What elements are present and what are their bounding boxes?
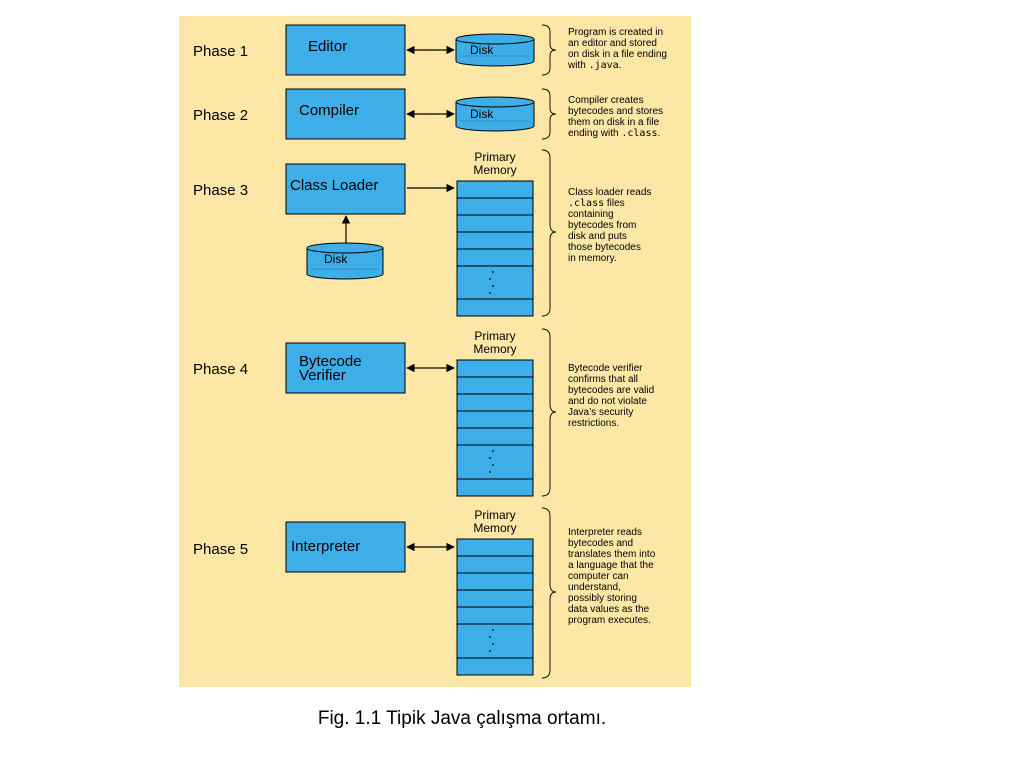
description-line: possibly storing <box>568 593 637 604</box>
brace <box>541 507 557 679</box>
disk-label: Disk <box>324 252 348 266</box>
primary-memory-label: Primary Memory <box>455 330 535 356</box>
phase-2-label: Phase 2 <box>193 107 249 124</box>
primary-memory-label: Primary Memory <box>455 151 535 177</box>
compiler-label: Compiler <box>299 102 360 119</box>
description-line: data values as the <box>568 604 650 615</box>
primary-memory-label: Primary Memory <box>455 509 535 535</box>
disk-label: Disk <box>470 43 494 57</box>
disk-icon <box>455 96 535 132</box>
memory-label-line: Primary <box>474 150 516 164</box>
description-line: containing <box>568 209 614 220</box>
description-line: Program is created in <box>568 27 664 38</box>
primary-memory-stack <box>456 538 534 676</box>
description-line: computer can <box>568 571 629 582</box>
figure-caption: Fig. 1.1 Tipik Java çalışma ortamı. <box>317 708 607 729</box>
bytecode-verifier-box <box>285 342 406 394</box>
description-line: in memory. <box>568 253 617 264</box>
description-line: a language that the <box>568 560 654 571</box>
description-line: them on disk in a file <box>568 117 660 128</box>
description-line: with .java. <box>568 60 622 71</box>
interpreter-label: Interpreter <box>291 538 361 555</box>
description-line: Class loader reads <box>568 187 652 198</box>
code-snippet: .class <box>621 128 658 139</box>
description-line: an editor and stored <box>568 38 657 49</box>
bytecode-verifier-label-line-1: Bytecode <box>299 353 362 370</box>
description-line: Compiler creates <box>568 95 644 106</box>
description-line: translates them into <box>568 549 656 560</box>
description-line: bytecodes and stores <box>568 106 664 117</box>
editor-box <box>285 24 406 76</box>
phase-4-label: Phase 4 <box>193 361 249 378</box>
brace <box>541 328 557 497</box>
memory-label-line: Primary <box>474 329 516 343</box>
phase-5-label: Phase 5 <box>193 541 249 558</box>
primary-memory-stack <box>456 359 534 497</box>
description-line: ending with .class. <box>568 128 661 139</box>
memory-label-line: Primary <box>474 508 516 522</box>
description-line: .class files <box>568 198 625 209</box>
memory-label-line: Memory <box>473 342 517 356</box>
code-snippet: .java <box>588 60 619 71</box>
description-line: bytecodes are valid <box>568 385 655 396</box>
disk-label: Disk <box>470 107 494 121</box>
description-line: Java’s security <box>568 407 634 418</box>
memory-label-line: Memory <box>473 163 517 177</box>
brace <box>541 149 557 317</box>
brace <box>541 24 557 76</box>
description-line: bytecodes from <box>568 220 637 231</box>
primary-memory-stack <box>456 180 534 317</box>
brace <box>541 88 557 140</box>
description-line: understand, <box>568 582 621 593</box>
description-line: bytecodes and <box>568 538 634 549</box>
interpreter-box <box>285 521 406 573</box>
phase-3-label: Phase 3 <box>193 182 249 199</box>
phase-1-label: Phase 1 <box>193 43 249 60</box>
disk-icon <box>306 242 384 280</box>
class-loader-box <box>285 163 406 215</box>
description-line: Bytecode verifier <box>568 363 643 374</box>
description-line: Interpreter reads <box>568 527 642 538</box>
description-line: confirms that all <box>568 374 639 385</box>
description-line: disk and puts <box>568 231 627 242</box>
disk-icon <box>455 33 535 67</box>
description-line: restrictions. <box>568 418 620 429</box>
description-line: and do not violate <box>568 396 647 407</box>
code-snippet: .class <box>568 198 605 209</box>
bytecode-verifier-label-line-2: Verifier <box>299 367 346 384</box>
memory-label-line: Memory <box>473 521 517 535</box>
editor-label: Editor <box>308 38 348 55</box>
description-line: those bytecodes <box>568 242 641 253</box>
diagram-panel <box>179 16 691 687</box>
description-line: program executes. <box>568 615 651 626</box>
compiler-box <box>285 88 406 140</box>
description-line: on disk in a file ending <box>568 49 667 60</box>
class-loader-label: Class Loader <box>290 177 379 194</box>
